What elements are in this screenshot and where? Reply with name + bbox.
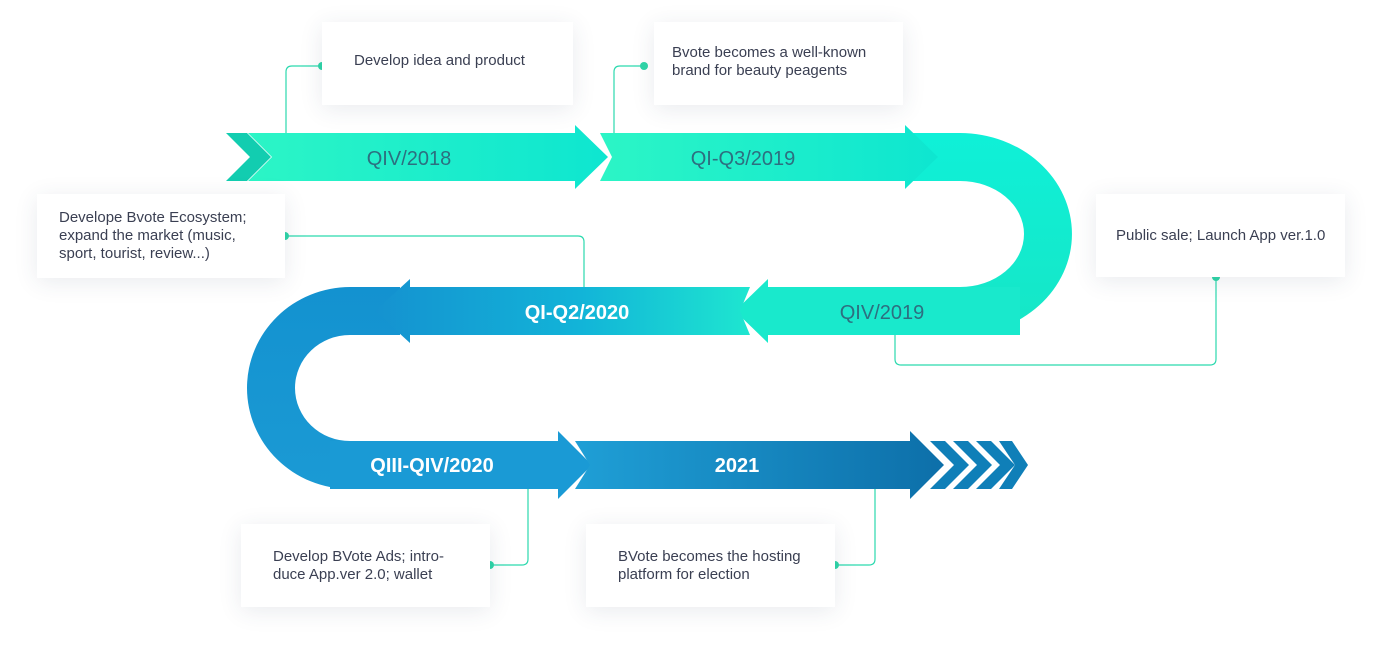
milestone-text: Bvote becomes a well-known brand for bea… xyxy=(672,44,867,79)
curve-right xyxy=(900,133,1072,335)
connector-ecosystem xyxy=(285,235,585,287)
phase-label-qi-q2-2020: QI-Q2/2020 xyxy=(525,302,630,324)
connector-public-sale xyxy=(894,277,1217,366)
phase-label-qiv-2019: QIV/2019 xyxy=(840,302,925,324)
milestone-text: Develope Bvote Ecosystem; expand the mar… xyxy=(59,209,247,262)
connector-brand xyxy=(613,65,643,133)
curve-left xyxy=(247,287,420,489)
phase-labels: QIV/2018 QI-Q3/2019 QIV/2019 QI-Q2/2020 … xyxy=(367,148,925,477)
phase-label-2021: 2021 xyxy=(715,455,760,477)
milestone-text: Develop BVote Ads; intro-duce App.ver 2.… xyxy=(273,548,444,583)
dot-brand xyxy=(640,62,648,70)
milestone-card-ads: Develop BVote Ads; intro-duce App.ver 2.… xyxy=(241,524,490,607)
milestone-card-hosting: BVote becomes the hosting platform for e… xyxy=(586,524,835,607)
phase-label-qi-q3-2019: QI-Q3/2019 xyxy=(691,148,796,170)
milestone-card-develop-idea: Develop idea and product xyxy=(322,22,573,105)
phase-label-qiv-2018: QIV/2018 xyxy=(367,148,452,170)
top-row-band xyxy=(248,125,938,189)
connector-develop-idea xyxy=(285,65,322,133)
milestone-text: Public sale; Launch App ver.1.0 xyxy=(1116,226,1326,244)
start-chevrons xyxy=(226,133,271,181)
milestone-text: BVote becomes the hosting platform for e… xyxy=(618,548,801,583)
milestone-card-public-sale: Public sale; Launch App ver.1.0 xyxy=(1096,194,1345,277)
end-chevrons xyxy=(930,441,1028,489)
milestone-card-ecosystem: Develope Bvote Ecosystem; expand the mar… xyxy=(37,194,285,278)
connector-ads xyxy=(490,489,529,566)
milestone-card-brand: Bvote becomes a well-known brand for bea… xyxy=(654,22,903,105)
bottom-row-band xyxy=(330,431,944,499)
middle-row-band xyxy=(375,279,1020,343)
phase-label-qiii-qiv-2020: QIII-QIV/2020 xyxy=(370,455,493,477)
connectors xyxy=(285,65,1217,566)
milestone-text: Develop idea and product xyxy=(354,52,525,69)
connector-hosting xyxy=(835,489,876,566)
